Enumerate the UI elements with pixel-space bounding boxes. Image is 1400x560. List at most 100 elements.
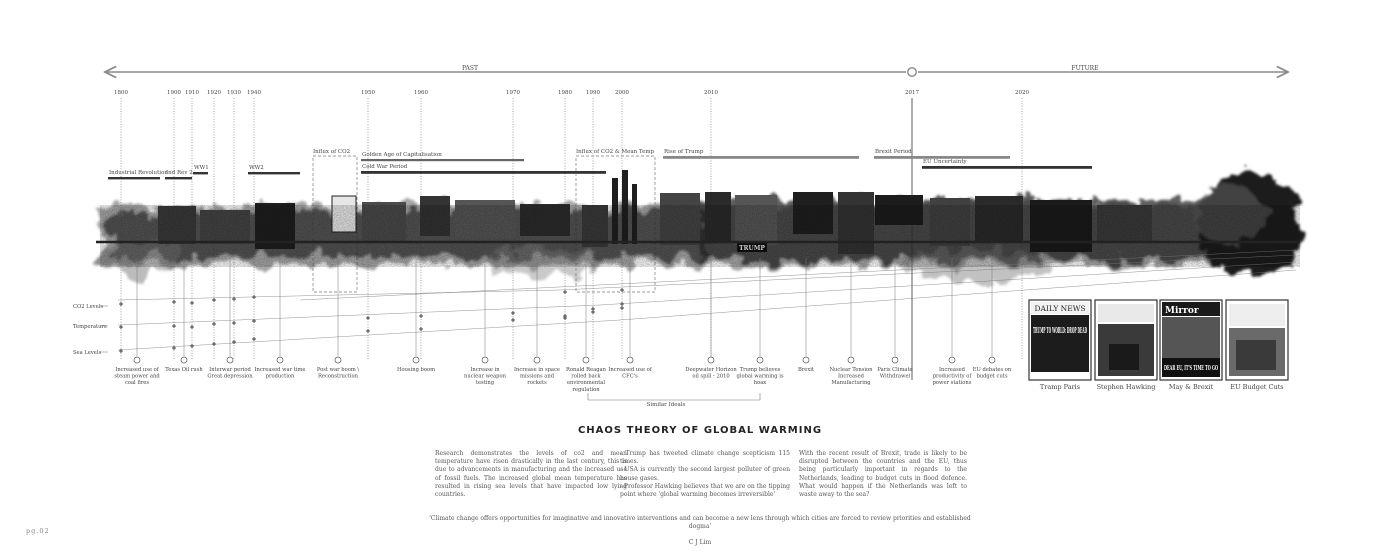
newspaper-caption: EU Budget Cuts xyxy=(1230,383,1283,391)
masthead: DAILY NEWS xyxy=(1034,304,1085,313)
period-bar xyxy=(663,156,859,159)
event-node xyxy=(533,356,541,364)
period-label: Industrial Revolution xyxy=(109,170,168,176)
masthead: Mirror xyxy=(1165,306,1199,316)
year-label: 2010 xyxy=(704,90,718,96)
period-label: EU Uncertainty xyxy=(923,159,968,165)
event-node xyxy=(481,356,489,364)
event-label: Brexit xyxy=(798,367,815,373)
masthead-box xyxy=(1031,302,1089,314)
event-node xyxy=(756,356,764,364)
period-bar xyxy=(193,172,208,175)
headline: TRUMP TO WORLD: DROP DEAD xyxy=(1033,325,1087,335)
event-node xyxy=(582,356,590,364)
text-block-1: Research demonstrates the levels of co2 … xyxy=(435,450,627,499)
event-node xyxy=(707,356,715,364)
period-bar xyxy=(922,166,1092,169)
period-bar xyxy=(248,172,300,175)
quote: 'Climate change offers opportunities for… xyxy=(429,515,971,530)
period-label: Influx of CO2 xyxy=(313,149,350,155)
year-label: 1970 xyxy=(506,90,520,96)
image-collage: TRUMP xyxy=(96,170,1302,281)
year-label: 1950 xyxy=(361,90,375,96)
period-bar xyxy=(108,177,160,180)
article-header xyxy=(1098,304,1154,322)
data-convergence-lines xyxy=(117,249,1297,351)
text-block-2: - Trump has tweeted climate change scept… xyxy=(620,450,791,499)
event-node xyxy=(412,356,420,364)
period-label: WW2 xyxy=(249,165,264,171)
event-node xyxy=(334,356,342,364)
cover-photo xyxy=(1236,340,1276,370)
period-label: Brexit Period xyxy=(875,149,912,155)
year-label: 1980 xyxy=(558,90,572,96)
year-label: 2000 xyxy=(615,90,629,96)
year-label: 1800 xyxy=(114,90,128,96)
newspaper-caption: Tramp Paris xyxy=(1040,383,1080,391)
event-node xyxy=(626,356,634,364)
event-node xyxy=(847,356,855,364)
cover-photo xyxy=(1031,315,1089,372)
similar-ideals-bracket: Similar Ideals xyxy=(587,393,761,408)
newspaper-caption: Stephen Hawking xyxy=(1097,383,1156,391)
event-node xyxy=(802,356,810,364)
page-title: CHAOS THEORY OF GLOBAL WARMING xyxy=(577,425,823,436)
year-label: 1910 xyxy=(185,90,199,96)
period-label: Cold War Period xyxy=(362,164,408,170)
event-node xyxy=(276,356,284,364)
masthead-box xyxy=(1162,302,1220,316)
period-bar xyxy=(361,159,524,162)
event-label: Texas Oil rush xyxy=(165,367,203,373)
period-bar xyxy=(165,177,192,180)
period-label: Rise of Trump xyxy=(664,149,704,155)
article-header xyxy=(1229,304,1285,326)
year-label: 1900 xyxy=(167,90,181,96)
cover-photo xyxy=(1109,344,1139,370)
event-node xyxy=(948,356,956,364)
event-node xyxy=(891,356,899,364)
year-label: 2020 xyxy=(1015,90,1029,96)
newspaper-caption: May & Brexit xyxy=(1169,383,1214,391)
event-node xyxy=(133,356,141,364)
similar-ideals-label: Similar Ideals xyxy=(647,402,686,408)
year-label: 1930 xyxy=(227,90,241,96)
year-label: 2017 xyxy=(905,90,919,96)
period-label: WW1 xyxy=(194,165,209,171)
present-marker xyxy=(907,67,917,77)
period-bar xyxy=(874,156,1010,159)
newspaper-cover: DAILY NEWS TRUMP TO WORLD: DROP DEAD xyxy=(1028,299,1092,381)
event-label: Housing boom xyxy=(397,367,435,373)
period-label: Golden Age of Capitalisation xyxy=(362,152,442,158)
level-label: Temperature xyxy=(73,324,107,330)
period-label: Influx of CO2 & Mean Temp xyxy=(576,149,655,155)
headline-band xyxy=(1162,358,1220,377)
period-label: Ind Rev 2 xyxy=(166,170,193,176)
year-label: 1940 xyxy=(247,90,261,96)
event-label: Post war boom \Reconstruction xyxy=(317,367,360,380)
year-label: 1990 xyxy=(586,90,600,96)
event-node xyxy=(180,356,188,364)
future-label: FUTURE xyxy=(1071,65,1098,72)
event-node xyxy=(226,356,234,364)
newspaper-cover xyxy=(1094,299,1158,381)
time-axis: PAST FUTURE xyxy=(105,65,1288,76)
page-number: pg.02 xyxy=(26,527,50,535)
period-bar xyxy=(361,171,606,174)
level-label: Sea Levels xyxy=(73,350,102,356)
year-label: 1960 xyxy=(414,90,428,96)
